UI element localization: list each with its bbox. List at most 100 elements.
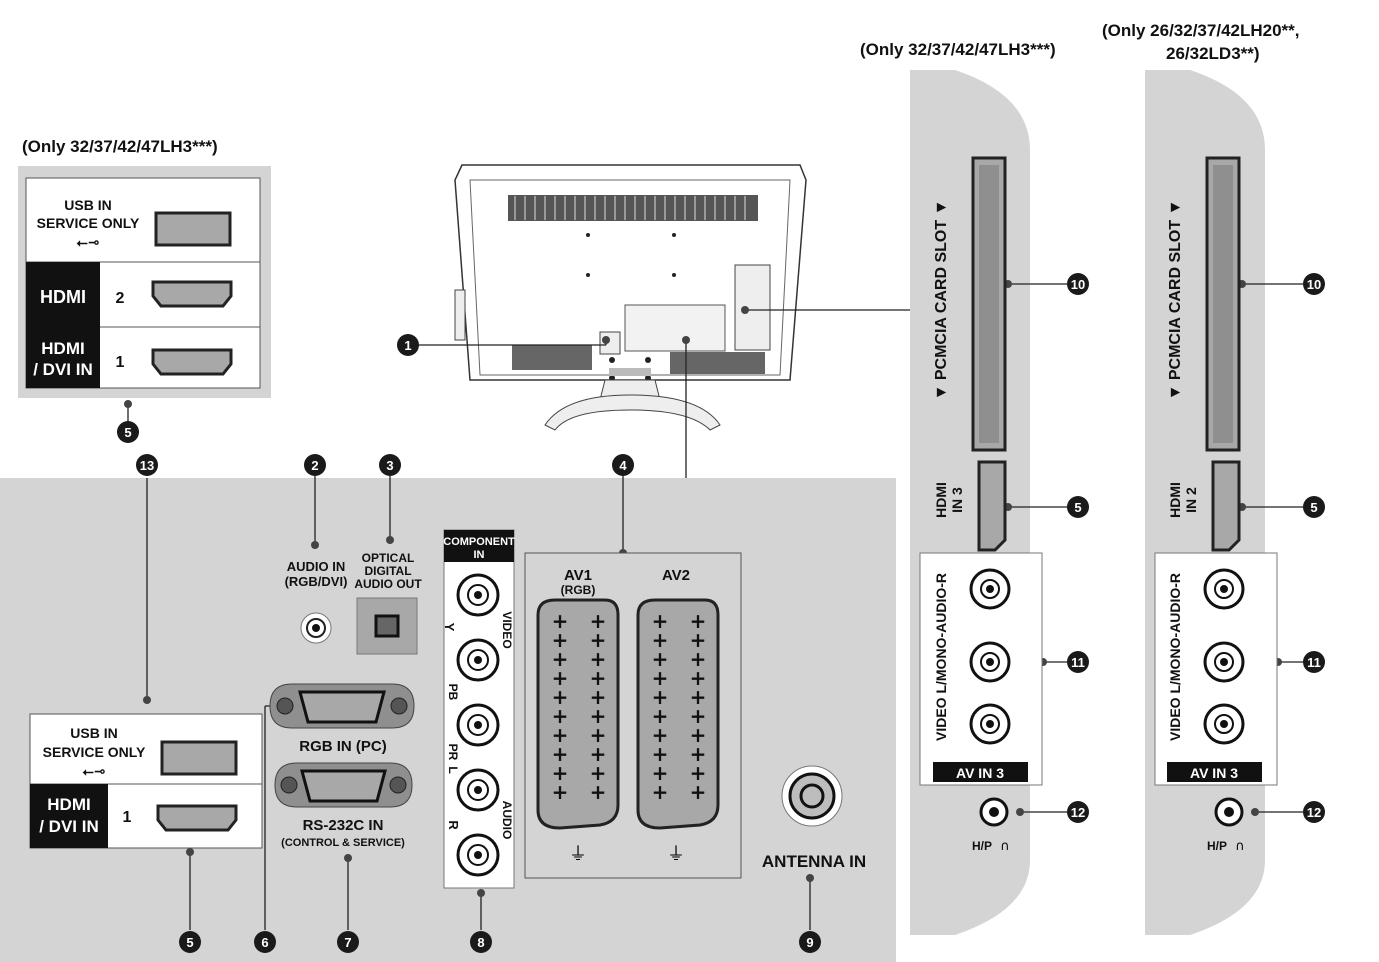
av1-scart-port[interactable] (536, 598, 620, 830)
scart-pin: + (590, 628, 607, 652)
scart-pin: + (552, 609, 569, 633)
scart-pin: + (552, 761, 569, 785)
side-b-audio-l-jack[interactable] (1203, 641, 1245, 683)
side-a-audio-r-jack[interactable] (969, 568, 1011, 610)
scart-group: AV1 (RGB) AV2 ++++++++++++++++++++++++++… (524, 552, 742, 879)
main-hdmi1-port[interactable] (156, 804, 238, 832)
callout-9: 9 (799, 931, 821, 953)
side-b-headphone-icon: ∩ (1235, 839, 1245, 854)
side-b-headphone-jack[interactable] (1214, 797, 1244, 827)
callout-12-side-a: 12 (1067, 801, 1089, 823)
scart-pin: + (552, 685, 569, 709)
side-a-hp-label: H/P (972, 839, 992, 853)
main-usb-label-line2: SERVICE ONLY (43, 744, 146, 760)
component-label-line1: COMPONENT (443, 536, 515, 548)
scart-pin: + (590, 723, 607, 747)
scart-pin: + (652, 742, 669, 766)
left-usb-label-line2: SERVICE ONLY (37, 215, 140, 231)
component-pb-jack[interactable] (456, 638, 500, 682)
svg-text:5: 5 (186, 935, 193, 950)
callout-4: 4 (612, 454, 634, 476)
main-hdmi-number: 1 (123, 809, 132, 826)
left-hdmi2-port[interactable] (151, 280, 233, 308)
callout-6: 6 (254, 931, 276, 953)
audio-in-label-line2: (RGB/DVI) (285, 574, 348, 589)
side-b-hdmi-port[interactable] (1211, 460, 1241, 552)
scart-pin: + (552, 647, 569, 671)
main-hdmi-label-line1: HDMI (47, 795, 90, 814)
scart-pin: + (690, 742, 707, 766)
scart-pin: + (552, 704, 569, 728)
scart-pin: + (690, 704, 707, 728)
scart-pin: + (690, 647, 707, 671)
side-b-av-side-label: VIDEO L/MONO-AUDIO-R (1167, 573, 1183, 741)
side-a-note: (Only 32/37/42/47LH3***) (860, 40, 1056, 59)
scart-pin: + (590, 761, 607, 785)
component-y-jack[interactable] (456, 573, 500, 617)
main-usb-port[interactable] (160, 740, 238, 776)
callout-12-side-b: 12 (1303, 801, 1325, 823)
scart-pin: + (590, 780, 607, 804)
side-a-hdmi-label-line2: IN 3 (949, 487, 965, 513)
side-b-pcmcia-label: ▼ PCMCIA CARD SLOT ▼ (1167, 200, 1184, 401)
callout-markers: 1 2 3 4 5 13 5 6 7 8 9 10 5 11 12 10 5 1… (117, 273, 1325, 953)
callout-1: 1 (397, 334, 419, 356)
av2-ground-icon: ⏚ (667, 844, 685, 865)
svg-text:11: 11 (1307, 655, 1321, 670)
audio-in-jack[interactable] (300, 612, 332, 644)
callout-5-side-b: 5 (1303, 496, 1325, 518)
left-hdmi1-label-line1: HDMI (41, 339, 84, 358)
main-usb-label-line1: USB IN (70, 725, 117, 741)
rgb-in-port[interactable] (269, 683, 415, 729)
side-b-video-jack[interactable] (1203, 703, 1245, 745)
rgb-in-label: RGB IN (PC) (299, 738, 387, 755)
antenna-in-port[interactable] (781, 765, 843, 827)
scart-pin: + (590, 647, 607, 671)
side-a-headphone-jack[interactable] (979, 797, 1009, 827)
scart-pin: + (690, 628, 707, 652)
left-panel-note: (Only 32/37/42/47LH3***) (22, 137, 218, 156)
scart-pin: + (552, 628, 569, 652)
r-label: R (446, 820, 461, 830)
side-a-hdmi-port[interactable] (977, 460, 1007, 552)
scart-pin: + (652, 704, 669, 728)
svg-text:4: 4 (619, 458, 627, 473)
antenna-in-label: ANTENNA IN (762, 852, 866, 871)
left-usb-label-line1: USB IN (64, 197, 111, 213)
side-panel-a (910, 70, 1030, 935)
scart-pin: + (590, 609, 607, 633)
svg-text:7: 7 (344, 935, 351, 950)
svg-text:12: 12 (1071, 805, 1085, 820)
side-a-video-jack[interactable] (969, 703, 1011, 745)
side-panel-b (1145, 70, 1265, 935)
audio-r-jack[interactable] (456, 833, 500, 877)
svg-text:5: 5 (1310, 500, 1317, 515)
av2-scart-port[interactable] (636, 598, 720, 830)
side-a-audio-l-jack[interactable] (969, 641, 1011, 683)
scart-pin: + (652, 609, 669, 633)
callout-8: 8 (470, 931, 492, 953)
component-pr-jack[interactable] (456, 703, 500, 747)
callout-2: 2 (304, 454, 326, 476)
scart-pin: + (652, 723, 669, 747)
left-hdmi1-label-line2: / DVI IN (33, 360, 93, 379)
left-usb-port[interactable] (154, 211, 232, 247)
side-b-hp-label: H/P (1207, 839, 1227, 853)
component-label-line2: IN (474, 549, 485, 561)
svg-text:10: 10 (1307, 277, 1321, 292)
scart-pin: + (690, 761, 707, 785)
svg-text:6: 6 (261, 935, 268, 950)
scart-pin: + (590, 742, 607, 766)
scart-pin: + (552, 742, 569, 766)
svg-text:10: 10 (1071, 277, 1085, 292)
scart-pin: + (552, 723, 569, 747)
left-hdmi2-label: HDMI (40, 287, 86, 307)
left-hdmi1-port[interactable] (151, 348, 233, 376)
audio-l-jack[interactable] (456, 768, 500, 812)
optical-out-port[interactable] (356, 597, 418, 655)
side-b-note-line1: (Only 26/32/37/42LH20**, (1102, 21, 1300, 40)
side-b-audio-r-jack[interactable] (1203, 568, 1245, 610)
callout-5-left-panel: 5 (117, 421, 139, 443)
side-a-av-in-label: AV IN 3 (956, 765, 1004, 781)
rs232c-port[interactable] (274, 762, 413, 808)
